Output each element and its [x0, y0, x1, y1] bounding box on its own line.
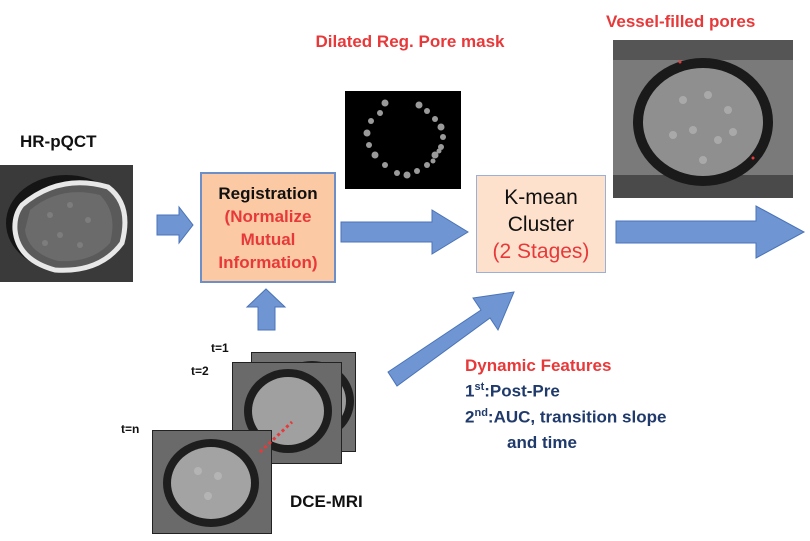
tn-label: t=n [121, 422, 140, 436]
dynamic-features-title: Dynamic Features [465, 356, 612, 375]
registration-title: Registration [218, 183, 318, 203]
pore-mask-dots [363, 99, 446, 179]
hrpqct-image [0, 165, 133, 282]
registration-box: Registration (Normalize Mutual Informati… [200, 172, 336, 283]
arrow-features-to-kmean [387, 291, 515, 387]
vessel-pores-label: Vessel-filled pores [606, 12, 756, 31]
mri-red-dotted-line [258, 420, 294, 454]
arrow-mri-to-registration [245, 288, 287, 331]
dilated-mask-label: Dilated Reg. Pore mask [315, 32, 505, 51]
hrpqct-label: HR-pQCT [20, 132, 97, 151]
feature-second-sup: nd [474, 407, 488, 419]
mri-frame-tn [152, 430, 272, 534]
kmean-box: K-mean Cluster (2 Stages) [476, 175, 606, 273]
dce-mri-label: DCE-MRI [290, 492, 363, 511]
registration-line2: (Normalize [224, 206, 312, 226]
arrow-registration-to-kmean [340, 209, 469, 255]
hrpqct-bone-illustration [0, 165, 133, 282]
t2-label: t=2 [191, 364, 209, 378]
feature-second-text: :AUC, transition slope [487, 407, 667, 427]
arrow-hrpqct-to-registration [156, 205, 194, 245]
kmean-line1: K-mean [504, 185, 578, 209]
t1-label: t=1 [211, 341, 229, 355]
vessel-pores-image [613, 40, 793, 198]
feature-first-num: 1 [465, 381, 475, 401]
registration-line3: Mutual [240, 229, 296, 249]
feature-first-text: :Post-Pre [484, 381, 560, 401]
feature-first: 1st:Post-Pre [465, 381, 560, 402]
kmean-line2: Cluster [507, 212, 575, 236]
pore-mask-image [345, 91, 461, 189]
vessel-pores-illustration [613, 40, 793, 198]
arrow-kmean-to-output [615, 205, 806, 259]
feature-second-cont: and time [507, 433, 577, 452]
registration-line4: Information) [218, 252, 318, 272]
feature-first-sup: st [474, 381, 485, 393]
feature-second-num: 2 [465, 407, 475, 427]
feature-second: 2nd:AUC, transition slope [465, 407, 666, 428]
kmean-line3: (2 Stages) [492, 239, 590, 263]
